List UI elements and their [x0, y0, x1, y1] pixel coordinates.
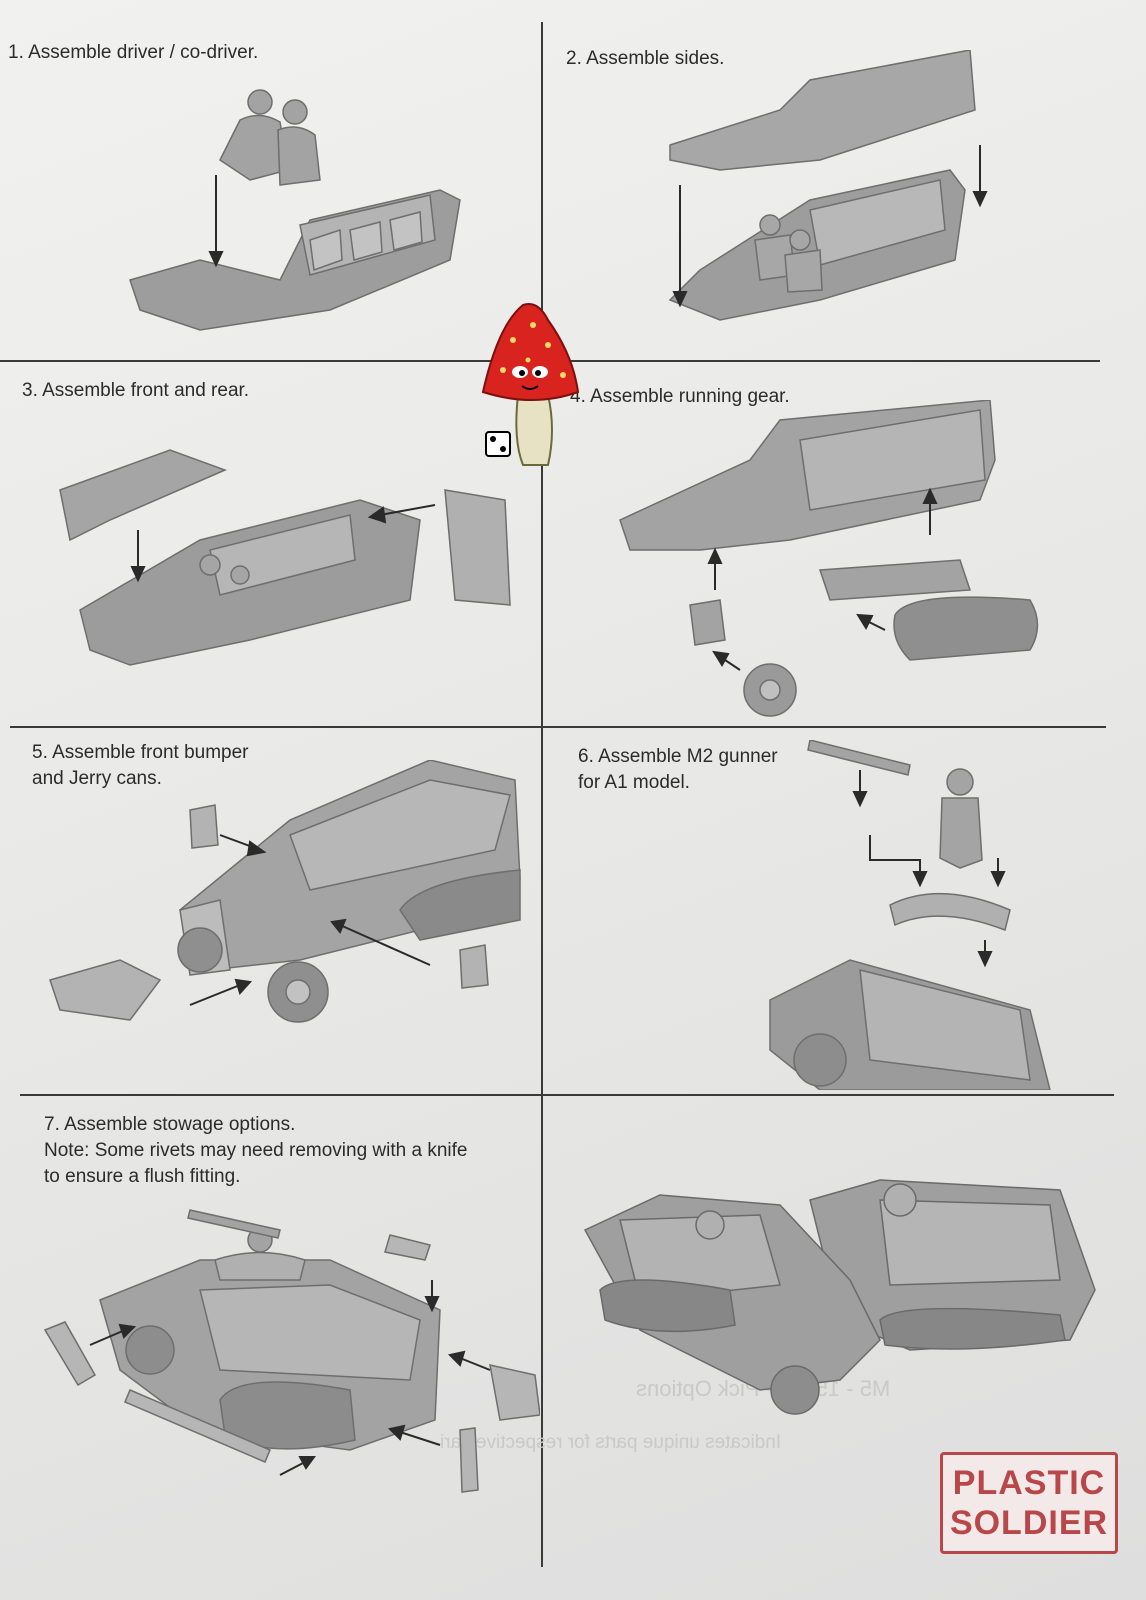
column-divider [541, 22, 543, 1567]
step-4-illustration [619, 400, 1039, 717]
plastic-soldier-logo: PLASTIC SOLDIER [940, 1452, 1118, 1554]
step-6-caption: 6. Assemble M2 gunner for A1 model. [578, 746, 778, 793]
step-5-illustration [49, 760, 521, 1023]
step-6-illustration [769, 740, 1051, 1090]
step-3-illustration [59, 449, 511, 666]
step-2-caption: 2. Assemble sides. [566, 48, 725, 69]
step-4-caption: 4. Assemble running gear. [570, 386, 790, 407]
step-7-illustration [43, 1209, 540, 1493]
row-divider-2 [10, 726, 1106, 728]
step-3-caption: 3. Assemble front and rear. [22, 380, 250, 401]
step-1-caption: 1. Assemble driver / co-driver. [8, 42, 259, 63]
mushroom-mascot-icon [481, 303, 580, 466]
step-5-caption: 5. Assemble front bumper and Jerry cans. [32, 742, 249, 789]
step-7-caption: 7. Assemble stowage options. Note: Some … [44, 1114, 468, 1187]
logo-line-2: SOLDIER [949, 1504, 1109, 1542]
step-2-illustration [668, 50, 988, 321]
row-divider-3 [20, 1094, 1114, 1096]
final-assembled-models [583, 1179, 1096, 1415]
step-1-illustration [129, 89, 461, 331]
logo-line-1: PLASTIC [952, 1464, 1106, 1502]
